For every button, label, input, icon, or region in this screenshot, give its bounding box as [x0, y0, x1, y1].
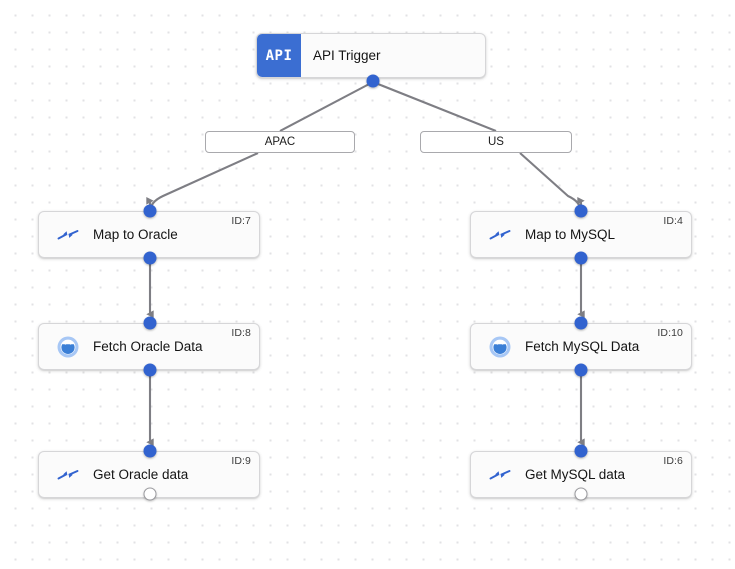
map-transform-icon: [53, 467, 83, 482]
edge-trigger-to-apac: [279, 81, 374, 132]
port-get-oracle-output[interactable]: [143, 487, 157, 501]
port-get-mysql-input[interactable]: [574, 444, 588, 458]
port-get-oracle-input[interactable]: [143, 444, 157, 458]
node-id-label: ID:10: [657, 327, 683, 339]
port-map-to-oracle-input[interactable]: [143, 204, 157, 218]
node-id-label: ID:7: [231, 215, 251, 227]
port-trigger-output[interactable]: [366, 74, 380, 88]
node-title: Get Oracle data: [93, 467, 189, 482]
node-title: Map to Oracle: [93, 227, 178, 242]
port-fetch-mysql-output[interactable]: [574, 363, 588, 377]
map-transform-icon: [53, 227, 83, 242]
node-title: Get MySQL data: [525, 467, 626, 482]
node-title: Fetch MySQL Data: [525, 339, 640, 354]
node-api-trigger[interactable]: API API Trigger: [256, 33, 486, 78]
branch-label-us[interactable]: US: [420, 131, 572, 153]
database-plug-icon: [53, 335, 83, 359]
port-fetch-mysql-input[interactable]: [574, 316, 588, 330]
port-map-to-mysql-input[interactable]: [574, 204, 588, 218]
port-fetch-oracle-input[interactable]: [143, 316, 157, 330]
api-badge-icon: API: [257, 34, 301, 77]
port-map-to-mysql-output[interactable]: [574, 251, 588, 265]
map-transform-icon: [485, 467, 515, 482]
port-fetch-oracle-output[interactable]: [143, 363, 157, 377]
port-get-mysql-output[interactable]: [574, 487, 588, 501]
edge-us-to-map-mysql: [519, 152, 585, 214]
node-id-label: ID:9: [231, 455, 251, 467]
edge-apac-to-map-oracle: [146, 152, 259, 214]
node-title: Fetch Oracle Data: [93, 339, 203, 354]
edge-trigger-to-us: [372, 81, 497, 132]
node-id-label: ID:4: [663, 215, 683, 227]
node-id-label: ID:6: [663, 455, 683, 467]
port-map-to-oracle-output[interactable]: [143, 251, 157, 265]
map-transform-icon: [485, 227, 515, 242]
database-plug-icon: [485, 335, 515, 359]
node-id-label: ID:8: [231, 327, 251, 339]
node-title: API Trigger: [313, 48, 381, 63]
node-title: Map to MySQL: [525, 227, 616, 242]
branch-label-apac[interactable]: APAC: [205, 131, 355, 153]
